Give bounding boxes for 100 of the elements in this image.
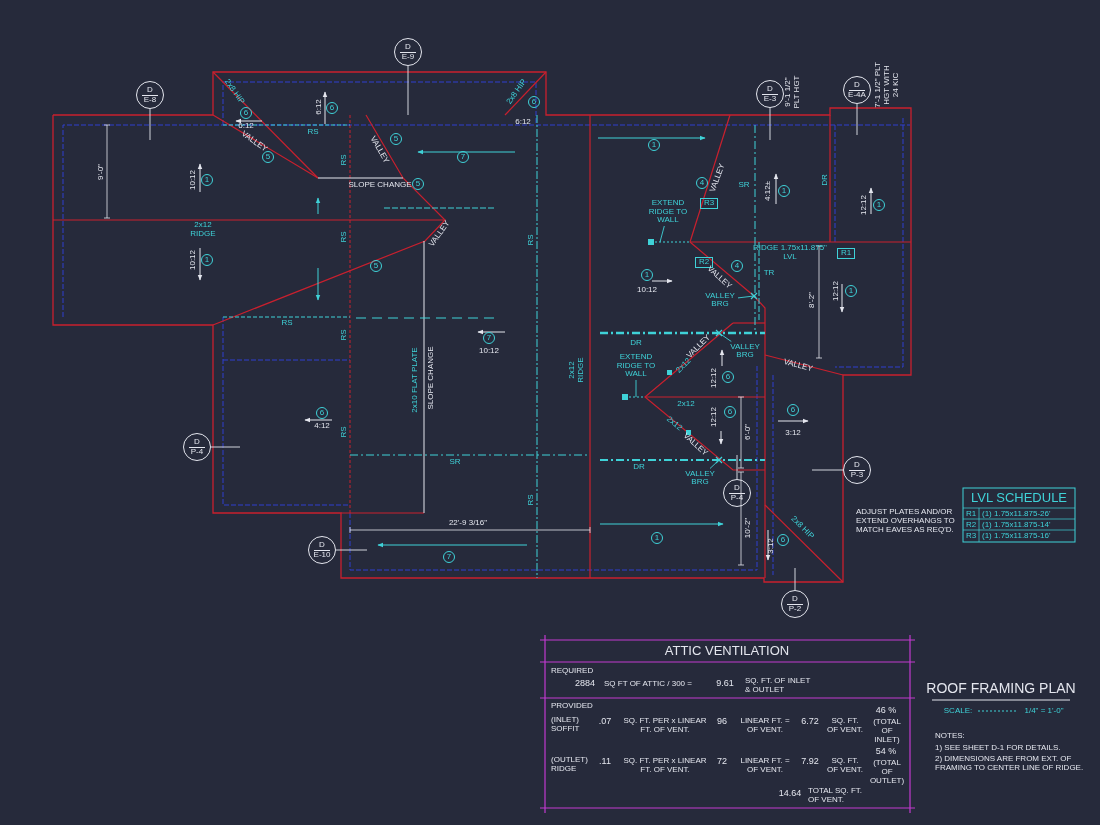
table-cell: 9.61	[716, 679, 734, 689]
table-cell-text: (OUTLET) RIDGE	[551, 756, 589, 774]
detail-reference: D	[787, 595, 803, 605]
leader-line	[149, 108, 151, 141]
detail-reference: D	[314, 541, 330, 551]
beam-tag: R1	[837, 247, 855, 259]
leader-line	[709, 459, 720, 469]
leader-line	[635, 379, 637, 398]
leader-line	[335, 549, 368, 551]
member-label: RS	[339, 329, 349, 341]
table-cell: 96	[717, 717, 727, 727]
detail-reference: E-8	[143, 95, 157, 104]
member-label: RIDGE 1.75x11.875" LVL	[752, 244, 828, 262]
dimension-text: 9'-0"	[96, 164, 106, 180]
detail-reference: E-4A	[848, 90, 866, 99]
detail-reference: D	[849, 461, 865, 471]
pitch-label: 10:12	[188, 170, 198, 190]
member-label: RS	[307, 127, 319, 137]
leader-line	[856, 103, 858, 136]
detail-reference: E-10	[313, 550, 331, 559]
pitch-label: 12:12	[859, 195, 869, 215]
member-label: VALLEY	[782, 357, 814, 375]
detail-reference: P-4	[190, 447, 204, 456]
detail-reference: P-4	[730, 493, 744, 502]
table-cell-text: LINEAR FT. = OF VENT.	[739, 757, 791, 775]
table-cell: R2	[965, 520, 977, 529]
member-label: 2x8 HIP	[505, 77, 529, 107]
table-cell: 2884	[575, 679, 595, 689]
member-label: 2x12 RIDGE	[189, 221, 217, 239]
pitch-label: 6:12	[515, 117, 531, 127]
leader-line	[210, 446, 241, 448]
leader-line	[659, 225, 665, 243]
note: ADJUST PLATES AND/OR EXTEND OVERHANGS TO MATCH EAVES AS REQ'D.	[856, 507, 956, 535]
member-label: SLOPE CHANGE	[426, 346, 436, 410]
member-label: 2x8 HIP	[222, 77, 246, 107]
table-cell-text: LINEAR FT. = OF VENT.	[739, 717, 791, 735]
member-label: SLOPE CHANGE	[348, 180, 412, 190]
heading: ROOF FRAMING PLAN	[926, 681, 1076, 697]
table-cell: R3	[965, 531, 977, 540]
member-label: SR	[738, 180, 750, 190]
table-cell-text: TOTAL SQ. FT. OF VENT.	[808, 787, 864, 805]
table-cell: 72	[717, 757, 727, 767]
member-label: SR	[449, 457, 461, 467]
leader-note: VALLEY BRG	[702, 290, 738, 310]
detail-reference: E-3	[763, 94, 777, 103]
pitch-label: 4:12±	[763, 181, 773, 201]
leader-line	[736, 454, 738, 480]
leader-line	[811, 469, 844, 471]
detail-reference: D	[849, 81, 865, 91]
member-label: 2x8 HIP	[788, 514, 816, 542]
pitch-label: 12:12	[831, 281, 841, 301]
pitch-label: 10:12	[479, 346, 499, 356]
detail-reference: P-3	[850, 470, 864, 479]
pitch-label: 12:12	[709, 368, 719, 388]
pitch-label: 4:12	[314, 421, 330, 431]
member-label: RS	[339, 426, 349, 438]
note: 1/4" = 1'-0"	[1024, 706, 1064, 716]
table-cell: .11	[599, 757, 611, 767]
leader-line	[407, 65, 409, 116]
table-cell: 6.72	[801, 717, 819, 727]
member-label: 2x10 FLAT PLATE	[410, 347, 420, 413]
note: SCALE:	[943, 706, 973, 716]
member-label: RS	[339, 154, 349, 166]
table-cell: SQ FT OF ATTIC / 300 =	[604, 679, 692, 689]
member-label: RS	[339, 231, 349, 243]
pitch-label: 12:12	[709, 407, 719, 427]
pitch-label: 6:12	[314, 99, 324, 115]
table-cell: (1) 1.75x11.875-14'	[982, 520, 1051, 529]
member-label: DR	[633, 462, 645, 472]
detail-reference: D	[762, 85, 778, 95]
pitch-label: 10:12	[637, 285, 657, 295]
member-label: DR	[630, 338, 642, 348]
pitch-label: 3:12	[766, 538, 776, 554]
detail-reference: P-2	[788, 604, 802, 613]
leader-line	[718, 332, 732, 342]
heading: ATTIC VENTILATION	[664, 643, 790, 659]
note: NOTES:	[935, 731, 965, 741]
table-cell: PROVIDED	[551, 701, 593, 711]
detail-reference: D	[729, 484, 745, 494]
pitch-label: 10:12	[188, 250, 198, 270]
table-cell: (1) 1.75x11.875-26'	[982, 509, 1051, 518]
table-cell-text: (INLET) SOFFIT	[551, 716, 581, 734]
detail-reference: D	[142, 86, 158, 96]
table-cell: REQUIRED	[551, 666, 594, 676]
table-cell: 46 %	[875, 706, 897, 716]
table-cell-text: SQ. FT. PER x LINEAR FT. OF VENT.	[622, 757, 708, 775]
leader-note: VALLEY BRG	[682, 468, 718, 488]
member-label: RS	[281, 318, 293, 328]
table-cell: .07	[598, 717, 612, 727]
heading: LVL SCHEDULE	[970, 490, 1068, 506]
height-note: 7'-1 1/2" PLT HGT WITH 24 KIC	[873, 62, 901, 108]
note: 2) DIMENSIONS ARE FROM EXT. OF FRAMING TO CENTER LINE OF RIDGE.	[935, 755, 1085, 773]
leader-note: VALLEY BRG	[727, 341, 763, 361]
dimension-text: 22'-9 3/16"	[448, 518, 488, 528]
member-label: RS	[526, 234, 536, 246]
dimension-text: 6'-0"	[743, 424, 753, 440]
table-cell: 7.92	[801, 757, 819, 767]
member-label: DR	[820, 174, 830, 186]
table-cell: 54 %	[875, 747, 897, 757]
member-label: TR	[763, 268, 775, 278]
